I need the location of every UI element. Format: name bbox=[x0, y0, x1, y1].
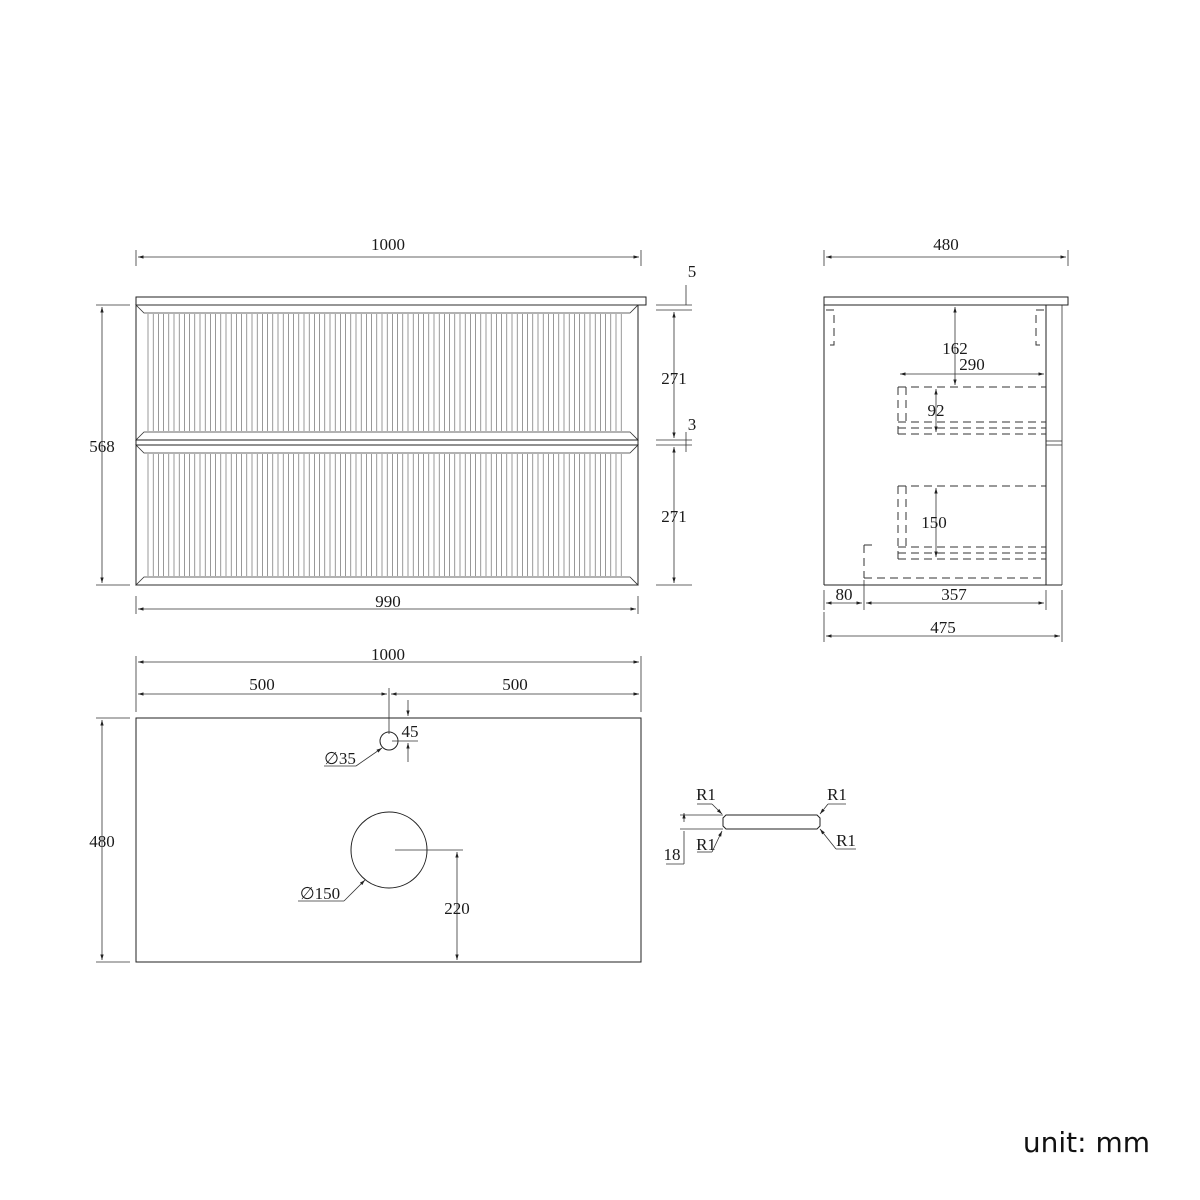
dim-top-width-label: 1000 bbox=[371, 645, 405, 664]
dim-top-to-drawer-label: 162 bbox=[942, 339, 968, 358]
lower-drawer-front bbox=[135, 444, 639, 586]
dim-gap-label: 3 bbox=[688, 415, 697, 434]
edge-profile: 18 R1 R1 R1 R1 bbox=[664, 785, 856, 865]
dim-basin-offset-label: 220 bbox=[444, 899, 470, 918]
dim-bottom-inner: 80 357 bbox=[823, 580, 1047, 610]
dim-side-depth-bottom-label: 475 bbox=[930, 618, 956, 637]
profile-radius-top-right-label: R1 bbox=[827, 785, 847, 804]
profile-outline bbox=[722, 814, 821, 830]
dim-tap-offset-label: 45 bbox=[402, 722, 419, 741]
dim-drawer-depth: 290 bbox=[900, 355, 1044, 376]
dim-drawer-lower-label: 271 bbox=[661, 507, 687, 526]
dim-top-halves: 500 500 bbox=[138, 675, 639, 734]
dim-side-depth-bottom: 475 bbox=[823, 590, 1063, 642]
dim-front-width-bottom: 990 bbox=[135, 592, 639, 614]
dim-half-left-label: 500 bbox=[249, 675, 275, 694]
dim-upper-drawer-height-label: 92 bbox=[928, 401, 945, 420]
leader-basin-hole: ∅150 bbox=[298, 879, 366, 903]
top-slab-outline bbox=[135, 717, 642, 963]
dim-side-depth-top-label: 480 bbox=[933, 235, 959, 254]
dim-front-width-top: 1000 bbox=[135, 235, 642, 266]
dim-upper-drawer-height: 92 bbox=[928, 389, 945, 432]
leader-tap-hole: ∅35 bbox=[324, 747, 383, 768]
front-top-slab bbox=[135, 296, 647, 306]
dim-front-width-bottom-label: 990 bbox=[375, 592, 401, 611]
top-view: 1000 500 500 45 ∅35 ∅150 bbox=[89, 645, 642, 963]
dim-side-depth-top: 480 bbox=[823, 235, 1069, 266]
dim-top-depth: 480 bbox=[89, 717, 130, 963]
dim-top-width: 1000 bbox=[135, 645, 642, 712]
profile-radius-top-left-label: R1 bbox=[696, 785, 716, 804]
dim-drawer-upper-label: 271 bbox=[661, 369, 687, 388]
dim-top-thickness-label: 5 bbox=[688, 262, 697, 281]
upper-drawer-box bbox=[897, 386, 1046, 435]
lower-drawer-box bbox=[863, 485, 1046, 579]
dim-basin-offset: 220 bbox=[395, 849, 470, 960]
unit-label: unit: mm bbox=[1023, 1126, 1150, 1159]
wall-bracket-left bbox=[826, 309, 835, 346]
dim-toe-recess-label: 80 bbox=[836, 585, 853, 604]
tap-hole-label: ∅35 bbox=[324, 749, 356, 768]
profile-radius-bottom-right-label: R1 bbox=[836, 831, 856, 850]
dim-lower-drawer-height: 150 bbox=[921, 488, 947, 557]
dim-top-depth-label: 480 bbox=[89, 832, 115, 851]
dim-front-height-label: 568 bbox=[89, 437, 115, 456]
dim-front-width-top-label: 1000 bbox=[371, 235, 405, 254]
upper-drawer-flutes bbox=[147, 314, 622, 431]
dim-lower-drawer-height-label: 150 bbox=[921, 513, 947, 532]
dim-drawer-depth-label: 290 bbox=[959, 355, 985, 374]
profile-radius-bottom-left-label: R1 bbox=[696, 835, 716, 854]
dim-top-to-drawer: 162 bbox=[942, 307, 968, 385]
dim-bottom-inner-label: 357 bbox=[941, 585, 967, 604]
lower-drawer-flutes bbox=[147, 454, 622, 576]
basin-hole-label: ∅150 bbox=[300, 884, 340, 903]
dim-tap-offset: 45 bbox=[392, 700, 419, 762]
front-view: 1000 990 568 5 271 3 bbox=[89, 235, 696, 614]
profile-thickness-label: 18 bbox=[664, 845, 681, 864]
upper-drawer-front bbox=[135, 304, 639, 441]
wall-bracket-right bbox=[1035, 309, 1044, 346]
dim-front-height: 568 bbox=[89, 304, 130, 586]
dim-front-right-stack: 5 271 3 271 bbox=[656, 262, 697, 586]
dim-half-right-label: 500 bbox=[502, 675, 528, 694]
side-top-slab bbox=[823, 296, 1069, 306]
side-view: 480 162 290 92 150 80 357 bbox=[823, 235, 1069, 642]
